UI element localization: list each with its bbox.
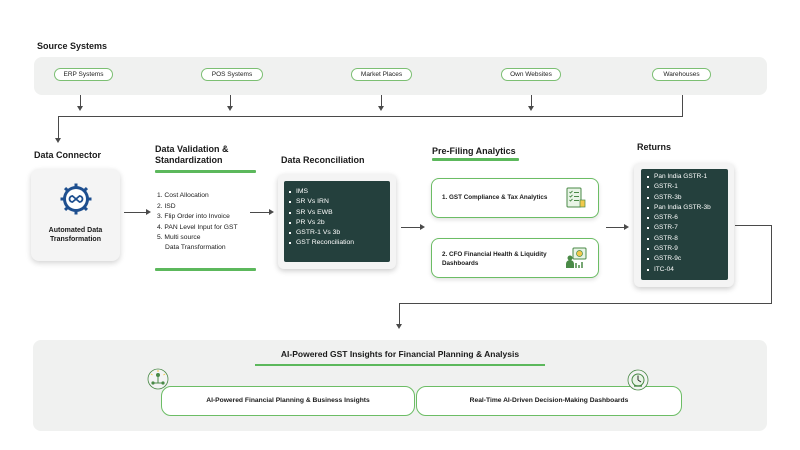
arrow-connector-to-validation	[124, 212, 146, 213]
returns-title: Returns	[637, 142, 672, 152]
reconciliation-item: SR Vs EWB	[289, 208, 390, 218]
reconciliation-title: Data Reconciliation	[281, 155, 365, 165]
insights-title-bar	[255, 364, 545, 366]
returns-panel: Pan India GSTR-1 GSTR-1 GSTR-3b Pan Indi…	[641, 169, 728, 280]
data-connector-title: Data Connector	[34, 150, 102, 160]
arrow-connector-to-validation-head	[146, 209, 151, 215]
reconciliation-item: IMS	[289, 187, 390, 197]
returns-item: GSTR-9c	[647, 254, 728, 264]
arrow-pos-head	[227, 106, 233, 111]
compliance-checklist-icon	[566, 187, 586, 208]
returns-connector-horizontal	[399, 303, 772, 304]
reconciliation-card: IMS SR Vs IRN SR Vs EWB PR Vs 2b GSTR-1 …	[278, 174, 396, 269]
gear-logo-icon	[60, 183, 92, 215]
source-systems-title: Source Systems	[37, 41, 108, 51]
arrow-recon-to-analytics	[401, 227, 420, 228]
insights-band: AI-Powered GST Insights for Financial Pl…	[33, 340, 767, 431]
insight-card-planning: AI-Powered Financial Planning & Business…	[161, 386, 415, 416]
returns-connector-down	[771, 225, 772, 304]
returns-item: Pan India GSTR-1	[647, 172, 728, 182]
arrow-analytics-to-returns	[606, 227, 624, 228]
analytics-card2-line1: 2. CFO Financial Health & Liquidity	[442, 251, 547, 258]
validation-item: Data Transformation	[165, 243, 226, 251]
warehouse-connector-down	[682, 95, 683, 116]
validation-item: 5. Multi source	[157, 234, 201, 241]
warehouse-connector-horizontal	[58, 116, 683, 117]
arrow-recon-to-analytics-head	[420, 224, 425, 230]
returns-item: GSTR-3b	[647, 193, 728, 203]
validation-item: 3. Flip Order into Invoice	[157, 213, 230, 220]
reconciliation-item: SR Vs IRN	[289, 197, 390, 207]
arrow-market-head	[378, 106, 384, 111]
validation-list: 1. Cost Allocation 2. ISD 3. Flip Order …	[157, 191, 238, 252]
arrow-validation-to-recon-head	[269, 209, 274, 215]
validation-top-bar	[155, 170, 256, 173]
analytics-card2-label: 2. CFO Financial Health & Liquidity Dash…	[442, 251, 547, 268]
analytics-card2-line2: Dashboards	[442, 259, 479, 267]
returns-item: Pan India GSTR-3b	[647, 203, 728, 213]
arrow-pos-line	[230, 95, 231, 106]
insights-title: AI-Powered GST Insights for Financial Pl…	[280, 349, 520, 359]
validation-title: Data Validation & Standardization	[155, 144, 229, 165]
arrow-erp-head	[77, 106, 83, 111]
returns-item: GSTR-6	[647, 213, 728, 223]
warehouse-connector-drop	[58, 116, 59, 138]
source-systems-band: ERP Systems POS Systems Market Places Ow…	[34, 57, 767, 95]
ai-network-icon	[147, 368, 169, 390]
data-connector-card: Automated Data Transformation	[31, 169, 120, 261]
arrow-market-line	[381, 95, 382, 106]
arrow-web-line	[531, 95, 532, 106]
analytics-card-compliance: 1. GST Compliance & Tax Analytics	[431, 178, 599, 218]
source-erp-pill: ERP Systems	[54, 68, 113, 81]
returns-item: ITC-04	[647, 265, 728, 275]
analytics-card-cfo: 2. CFO Financial Health & Liquidity Dash…	[431, 238, 599, 278]
returns-connector-drop	[399, 303, 400, 324]
analytics-card1-label: 1. GST Compliance & Tax Analytics	[442, 194, 548, 201]
reconciliation-item: PR Vs 2b	[289, 218, 390, 228]
validation-item: 1. Cost Allocation	[157, 192, 209, 199]
validation-bottom-bar	[155, 268, 256, 271]
validation-item: 2. ISD	[157, 202, 176, 210]
validation-item: 4. PAN Level Input for GST	[157, 223, 238, 231]
returns-item: GSTR-1	[647, 182, 728, 192]
arrow-web-head	[528, 106, 534, 111]
returns-card: Pan India GSTR-1 GSTR-1 GSTR-3b Pan Indi…	[634, 163, 734, 287]
insight-card-dashboards: Real-Time AI-Driven Decision-Making Dash…	[416, 386, 682, 416]
arrow-validation-to-recon	[250, 212, 269, 213]
validation-title-line2: Standardization	[155, 154, 223, 165]
returns-connector-head	[396, 324, 402, 329]
reconciliation-item: GSTR-1 Vs 3b	[289, 228, 390, 238]
cfo-dashboard-icon	[566, 247, 587, 268]
source-warehouses-pill: Warehouses	[652, 68, 711, 81]
returns-connector-out	[735, 225, 771, 226]
warehouse-connector-head	[55, 138, 61, 143]
reconciliation-panel: IMS SR Vs IRN SR Vs EWB PR Vs 2b GSTR-1 …	[284, 181, 390, 262]
validation-title-line1: Data Validation &	[155, 144, 229, 154]
source-marketplaces-pill: Market Places	[351, 68, 412, 81]
reconciliation-item: GST Reconciliation	[289, 238, 390, 248]
source-websites-pill: Own Websites	[501, 68, 561, 81]
realtime-dashboard-icon	[627, 369, 649, 391]
arrow-erp-line	[80, 95, 81, 106]
analytics-title: Pre-Filing Analytics	[432, 146, 516, 156]
returns-item: GSTR-7	[647, 223, 728, 233]
connector-card-label: Automated Data Transformation	[31, 226, 120, 244]
returns-item: GSTR-8	[647, 234, 728, 244]
connector-label-line2: Transformation	[50, 236, 101, 243]
returns-item: GSTR-9	[647, 244, 728, 254]
source-pos-pill: POS Systems	[201, 68, 263, 81]
arrow-analytics-to-returns-head	[624, 224, 629, 230]
connector-label-line1: Automated Data	[48, 227, 103, 234]
analytics-title-bar	[432, 158, 519, 161]
